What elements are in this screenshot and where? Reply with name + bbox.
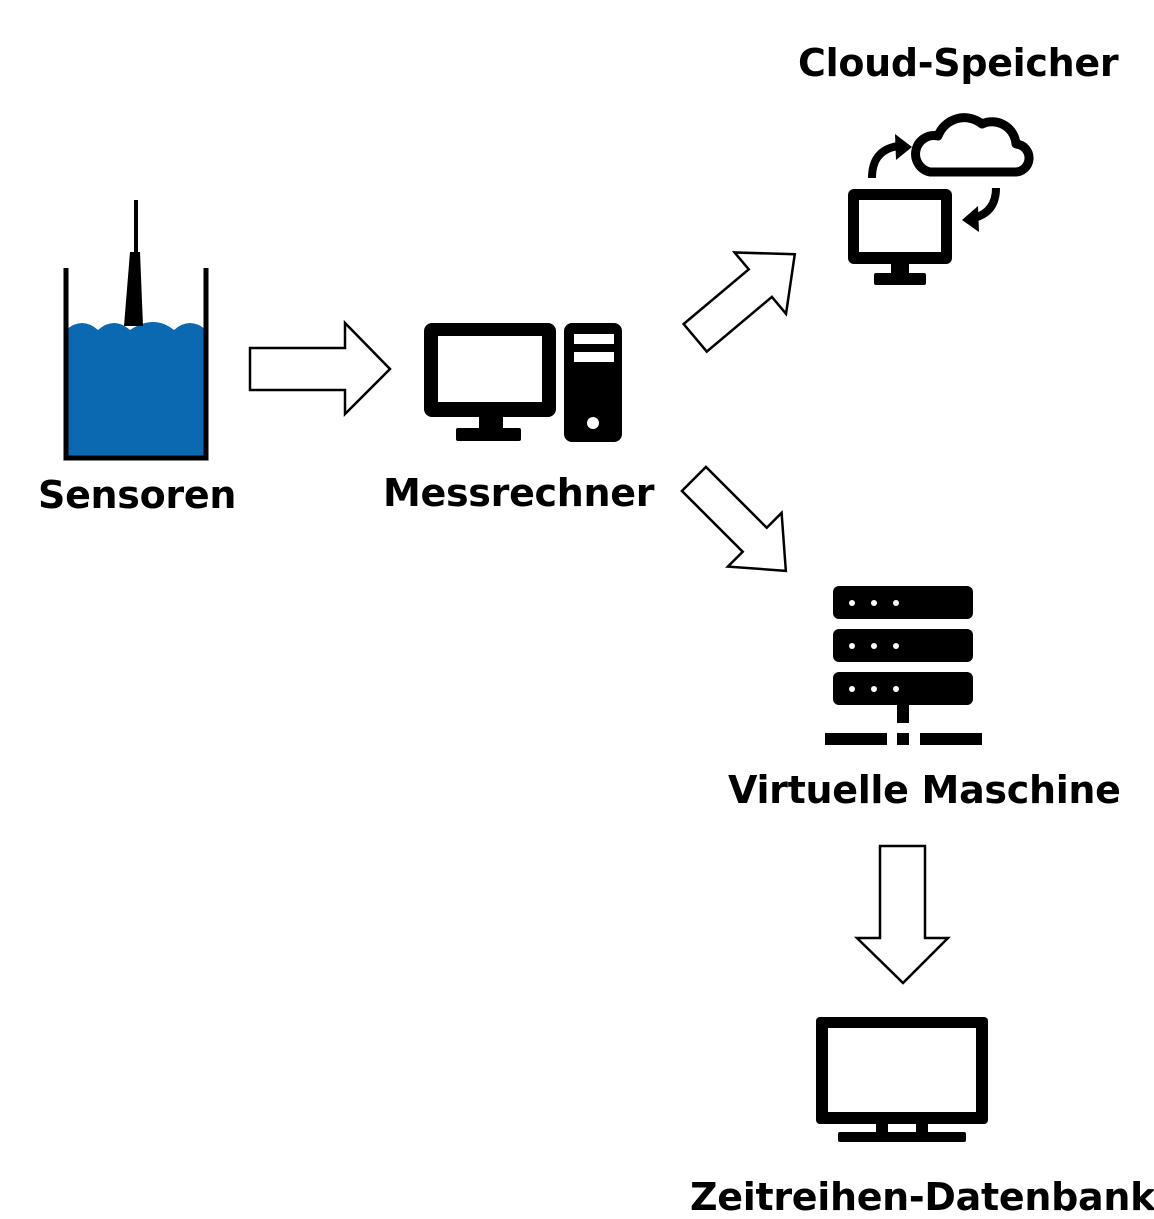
server-rack-icon [825, 586, 982, 745]
arrow-sensoren-messrechner [248, 319, 392, 418]
sensor-probe [124, 200, 143, 326]
sync-arrow-up [868, 142, 899, 179]
virtual-machine-label: Virtuelle Maschine [728, 768, 1121, 812]
water-body [66, 322, 206, 458]
measurement-pc-label: Messrechner [383, 471, 655, 515]
desktop-computer-tower-icon [424, 323, 622, 442]
monitor-icon [816, 1017, 988, 1142]
timeseries-db-label: Zeitreihen-Datenbank [690, 1175, 1154, 1219]
tank-walls [63, 268, 209, 461]
water-tank-sensor-icon [63, 200, 209, 461]
cloud-storage-label: Cloud-Speicher [798, 41, 1119, 85]
arrow-vm-db [853, 844, 952, 985]
cloud-sync-computer-icon [848, 113, 1034, 285]
sensors-label: Sensoren [38, 473, 237, 517]
arrow-messrechner-cloud [681, 251, 797, 354]
cloud-shape [911, 113, 1034, 177]
arrow-messrechner-vm [680, 465, 788, 573]
